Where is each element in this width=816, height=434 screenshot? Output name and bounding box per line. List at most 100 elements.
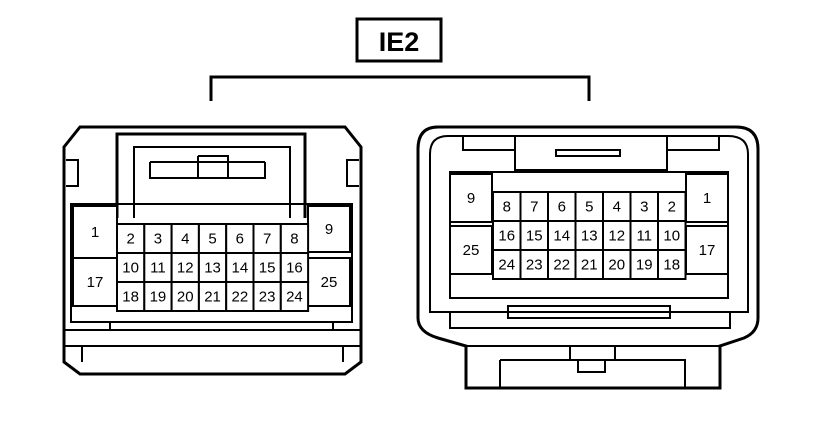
female-pin-20-label: 20 [608,257,625,274]
female-pin-10-box [657,220,687,251]
male-pin-13: 13 [197,252,228,283]
male-pin-11: 11 [143,252,173,283]
male-pin-7: 7 [252,223,282,254]
male-pin-side-right-1-box [307,205,351,253]
female-pin-6: 6 [547,191,577,222]
female-pin-15-box [519,220,549,251]
male-pin-20: 20 [170,281,200,312]
female-pin-13-label: 13 [581,228,598,245]
male-pin-12-label: 12 [177,260,194,277]
female-pin-19: 19 [629,249,659,280]
male-pin-grid-frame [70,203,353,323]
female-pin-20: 20 [602,249,632,280]
female-housing-inner [429,135,749,313]
male-pin-6: 6 [225,223,255,254]
female-pin-21-label: 21 [581,257,598,274]
female-pin-19-label: 19 [636,257,653,274]
male-pin-5-label: 5 [208,231,216,248]
male-pin-24: 24 [279,281,310,312]
male-pin-5-box [197,223,228,254]
male-pin-10: 10 [116,252,146,283]
male-housing-inner-right [346,159,359,187]
male-pin-side-right-1-label: 9 [325,221,333,238]
female-pin-7: 7 [519,191,549,222]
female-pin-side-left-2: 25 [449,225,493,275]
female-pin-19-box [629,249,659,280]
male-pin-side-right-2: 25 [307,257,351,307]
female-pin-11-label: 11 [636,228,652,245]
male-pin-side-left-2-box [72,257,118,307]
male-pin-side-left-1-label: 1 [91,224,99,241]
male-pin-3-label: 3 [154,231,162,248]
male-pin-18: 18 [116,281,146,312]
female-pin-22-box [547,249,577,280]
male-pin-side-left-2: 17 [72,257,118,307]
male-pin-19: 19 [143,281,173,312]
female-pin-20-box [602,249,632,280]
male-pin-12: 12 [170,252,200,283]
female-pin-11-box [629,220,659,251]
female-pin-16: 16 [492,220,522,251]
male-bottom-rail [64,321,361,362]
male-pin-2-label: 2 [126,231,134,248]
female-pin-18-label: 18 [663,257,680,274]
female-pin-8: 8 [492,191,522,222]
male-lock-tab [149,155,266,179]
male-pin-18-label: 18 [122,289,139,306]
male-pin-2: 2 [116,223,146,254]
male-pin-8-label: 8 [290,231,298,248]
female-pin-3-label: 3 [640,199,648,216]
female-latch-window [507,305,671,319]
male-pin-23: 23 [252,281,282,312]
male-pin-16-label: 16 [286,260,303,277]
male-pin-7-label: 7 [263,231,271,248]
connector-label: IE2 [355,17,443,63]
female-pin-16-box [492,220,522,251]
female-pin-side-left-1-box [449,173,493,223]
male-pin-10-label: 10 [122,260,139,277]
bracket-line [209,75,591,101]
female-pin-13: 13 [574,220,604,251]
male-pin-20-label: 20 [177,289,194,306]
female-latch [449,312,731,388]
female-pin-24: 24 [492,249,522,280]
male-pin-13-label: 13 [204,260,221,277]
male-pin-side-right-1: 9 [307,205,351,253]
female-pin-14: 14 [547,220,577,251]
male-pin-22-label: 22 [232,289,249,306]
male-pin-22: 22 [225,281,255,312]
male-pin-side-right-2-label: 25 [321,274,338,291]
female-pin-side-right-1: 1 [685,173,729,223]
female-pin-10: 10 [657,220,687,251]
female-pin-16-label: 16 [498,228,515,245]
female-pin-18-box [657,249,687,280]
female-top-slot-left [462,135,516,151]
connector-label-text: IE2 [379,27,420,57]
female-pin-10-label: 10 [663,228,680,245]
female-pin-4-label: 4 [613,199,621,216]
male-pin-3: 3 [143,223,173,254]
male-pin-8-box [279,223,310,254]
female-pin-side-right-2-box [685,225,729,275]
female-pin-22: 22 [547,249,577,280]
male-pin-side-right-2-box [307,257,351,307]
female-pin-5: 5 [574,191,604,222]
female-pin-7-label: 7 [530,199,538,216]
female-top-slot-right [666,135,720,151]
female-pin-23-label: 23 [526,257,543,274]
female-pin-8-label: 8 [503,199,511,216]
male-pin-24-box [279,281,310,312]
female-pin-15-label: 15 [526,228,543,245]
female-pin-side-left-2-label: 25 [463,242,480,259]
male-pin-4-label: 4 [181,231,189,248]
male-pin-7-box [252,223,282,254]
female-pin-23: 23 [519,249,549,280]
male-pin-19-label: 19 [150,289,167,306]
female-housing-outline [416,125,760,390]
female-pin-side-right-2: 17 [685,225,729,275]
male-pin-14: 14 [225,252,255,283]
male-housing-inner-left [66,159,79,187]
male-pin-23-label: 23 [259,289,276,306]
